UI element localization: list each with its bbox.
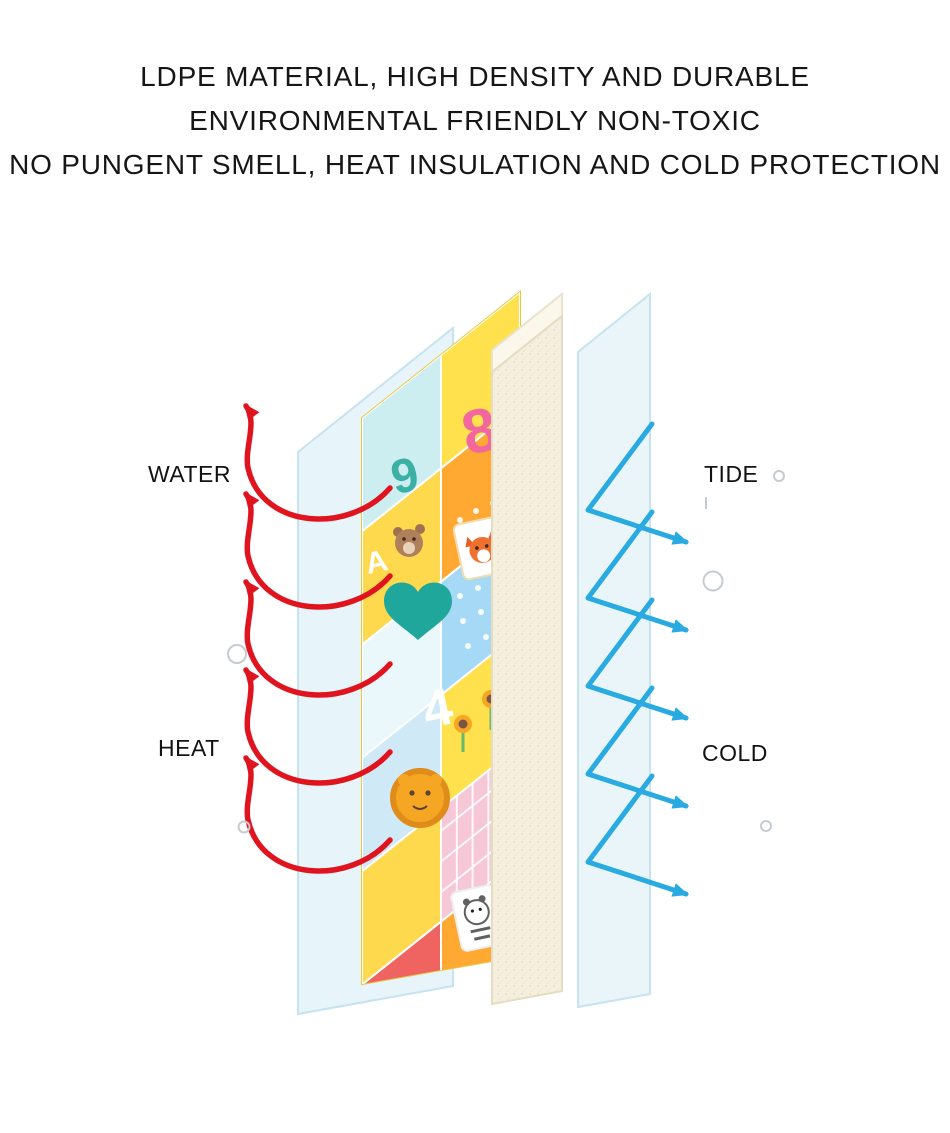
bubble [227,644,247,664]
heading-line-2: ENVIRONMENTAL FRIENDLY NON-TOXIC [189,105,761,136]
tide-label: TIDE [704,461,759,487]
heading-line-3: NO PUNGENT SMELL, HEAT INSULATION AND CO… [9,149,941,180]
red-arrow [243,491,393,610]
blue-arrow [585,421,689,545]
blue-arrow [585,597,689,721]
foam-layer [491,291,563,1006]
blue-arrow [585,685,689,809]
lion-illustration [390,768,450,828]
reflect-arrows [243,403,393,874]
water-label: WATER [148,461,231,487]
heart-illustration [384,582,452,640]
bear-illustration [393,524,425,557]
printed-mat-layer: 8 9 4 A [361,289,521,986]
bubble [773,470,785,482]
bubble [237,820,251,834]
heat-label: HEAT [158,735,220,761]
decor-bubbles [227,470,785,834]
cold-label: COLD [702,740,768,766]
heading-block: LDPE MATERIAL, HIGH DENSITY AND DURABLE … [0,55,950,187]
blue-arrow [585,509,689,633]
red-arrow [243,667,393,786]
bubble [760,820,772,832]
heading-line-1: LDPE MATERIAL, HIGH DENSITY AND DURABLE [140,61,810,92]
red-arrow [243,403,393,522]
red-arrow [243,579,393,698]
blue-arrow [585,773,689,897]
red-arrow [243,755,393,874]
penetrate-arrows [585,421,689,897]
bubble [702,570,724,592]
